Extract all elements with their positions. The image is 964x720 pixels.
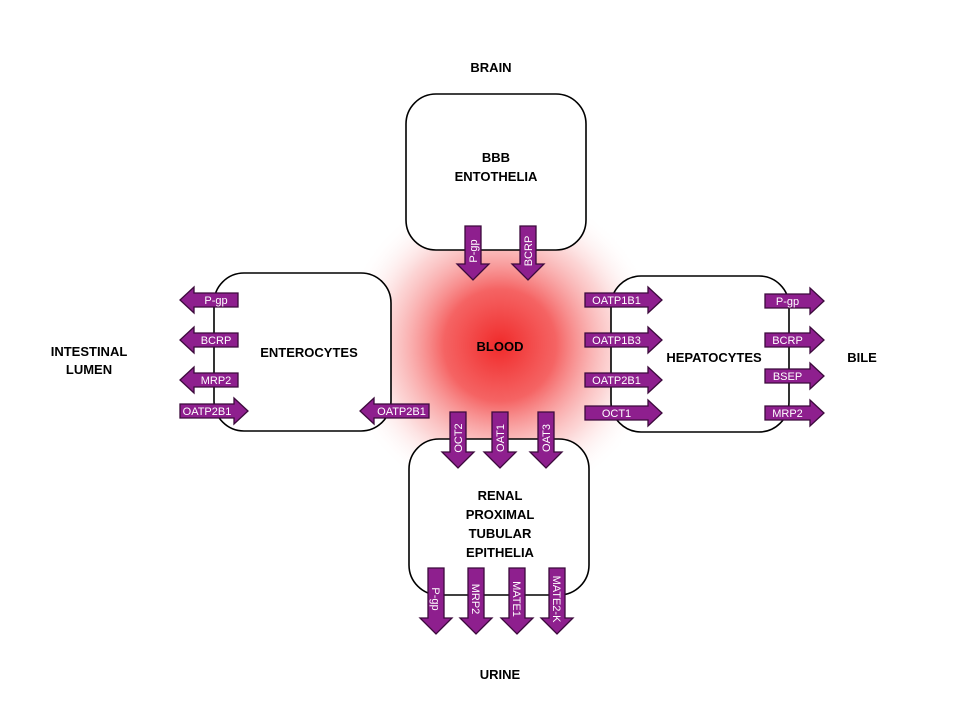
hepatocytes-basolateral-oatp1b3-arrow: [584, 325, 663, 355]
renal-apical-pgp-arrow: [418, 567, 454, 635]
hepatocytes-label: HEPATOCYTES: [666, 350, 762, 365]
hepatocytes-canalicular-mrp2-arrow: [764, 398, 825, 428]
hepatocytes-cell: [610, 275, 790, 433]
urine-label: URINE: [480, 667, 521, 682]
renal-basolateral-transporter-label: OAT1: [495, 424, 507, 452]
renal-apical-transporter-label: MATE1: [510, 581, 522, 617]
enterocytes-apical-oatp2b1-arrow: [179, 396, 249, 426]
brain-label: BRAIN: [470, 60, 511, 75]
renal-apical-transporter-label: MATE2-K: [550, 576, 562, 624]
hepatocytes-basolateral-transporter-label: OCT1: [602, 408, 631, 420]
renal-basolateral-transporter-label: OAT3: [541, 424, 553, 452]
renal-label-2: PROXIMAL: [466, 507, 535, 522]
bbb-label-2: ENTOTHELIA: [455, 169, 538, 184]
enterocytes-cell: [213, 272, 392, 432]
bbb-endothelia-cell: [405, 93, 587, 251]
bbb-transporter-label: P-gp: [468, 239, 480, 262]
renal-apical-mate1-arrow: [499, 567, 535, 635]
hepatocytes-basolateral-oatp2b1-arrow: [584, 365, 663, 395]
enterocytes-apical-transporter-label: P-gp: [204, 295, 227, 307]
hepatocytes-canalicular-transporter-label: MRP2: [772, 408, 803, 420]
renal-label-3: TUBULAR: [469, 526, 532, 541]
hepatocytes-basolateral-transporter-label: OATP2B1: [592, 375, 641, 387]
renal-basolateral-transporter-label: OCT2: [453, 423, 465, 452]
hepatocytes-basolateral-transporter-label: OATP1B3: [592, 335, 641, 347]
renal-basolateral-oat1-arrow: [482, 411, 518, 469]
renal-label-1: RENAL: [478, 488, 523, 503]
renal-apical-mrp2-arrow: [458, 567, 494, 635]
enterocytes-apical-mrp2-arrow: [179, 365, 239, 395]
hepatocytes-canalicular-bcrp-arrow: [764, 325, 825, 355]
bbb-transporter-label: BCRP: [523, 236, 535, 267]
enterocytes-apical-transporter-label: BCRP: [201, 335, 232, 347]
enterocytes-label: ENTEROCYTES: [260, 345, 358, 360]
renal-apical-transporter-label: P-gp: [429, 587, 441, 610]
renal-basolateral-oct2-arrow: [440, 411, 476, 469]
bbb-label-1: BBB: [482, 150, 510, 165]
renal-label-4: EPITHELIA: [466, 545, 535, 560]
hepatocytes-canalicular-transporter-label: BSEP: [773, 371, 802, 383]
bile-label: BILE: [847, 350, 877, 365]
hepatocytes-canalicular-transporter-label: P-gp: [776, 296, 799, 308]
hepatocytes-canalicular-bsep-arrow: [764, 361, 825, 391]
hepatocytes-basolateral-transporter-label: OATP1B1: [592, 295, 641, 307]
enterocytes-apical-bcrp-arrow: [179, 325, 239, 355]
bbb-pgp-arrow: [455, 225, 491, 281]
blood-label: BLOOD: [477, 339, 524, 354]
intestinal-lumen-label-2: LUMEN: [66, 362, 112, 377]
enterocytes-basolateral-oatp2b1-arrow: [359, 396, 430, 426]
enterocytes-apical-transporter-label: OATP2B1: [183, 406, 232, 418]
hepatocytes-basolateral-oatp1b1-arrow: [584, 285, 663, 315]
intestinal-lumen-label-1: INTESTINAL: [51, 344, 128, 359]
renal-apical-mate2k-arrow: [539, 567, 575, 635]
blood-glow: [340, 185, 660, 505]
hepatocytes-basolateral-oct1-arrow: [584, 398, 663, 428]
enterocytes-apical-pgp-arrow: [179, 285, 239, 315]
enterocytes-apical-transporter-label: MRP2: [201, 375, 232, 387]
renal-apical-transporter-label: MRP2: [469, 584, 481, 615]
enterocytes-basolateral-transporter-label: OATP2B1: [377, 406, 426, 418]
hepatocytes-canalicular-transporter-label: BCRP: [772, 335, 803, 347]
bbb-bcrp-arrow: [510, 225, 546, 281]
renal-basolateral-oat3-arrow: [528, 411, 564, 469]
hepatocytes-canalicular-pgp-arrow: [764, 286, 825, 316]
